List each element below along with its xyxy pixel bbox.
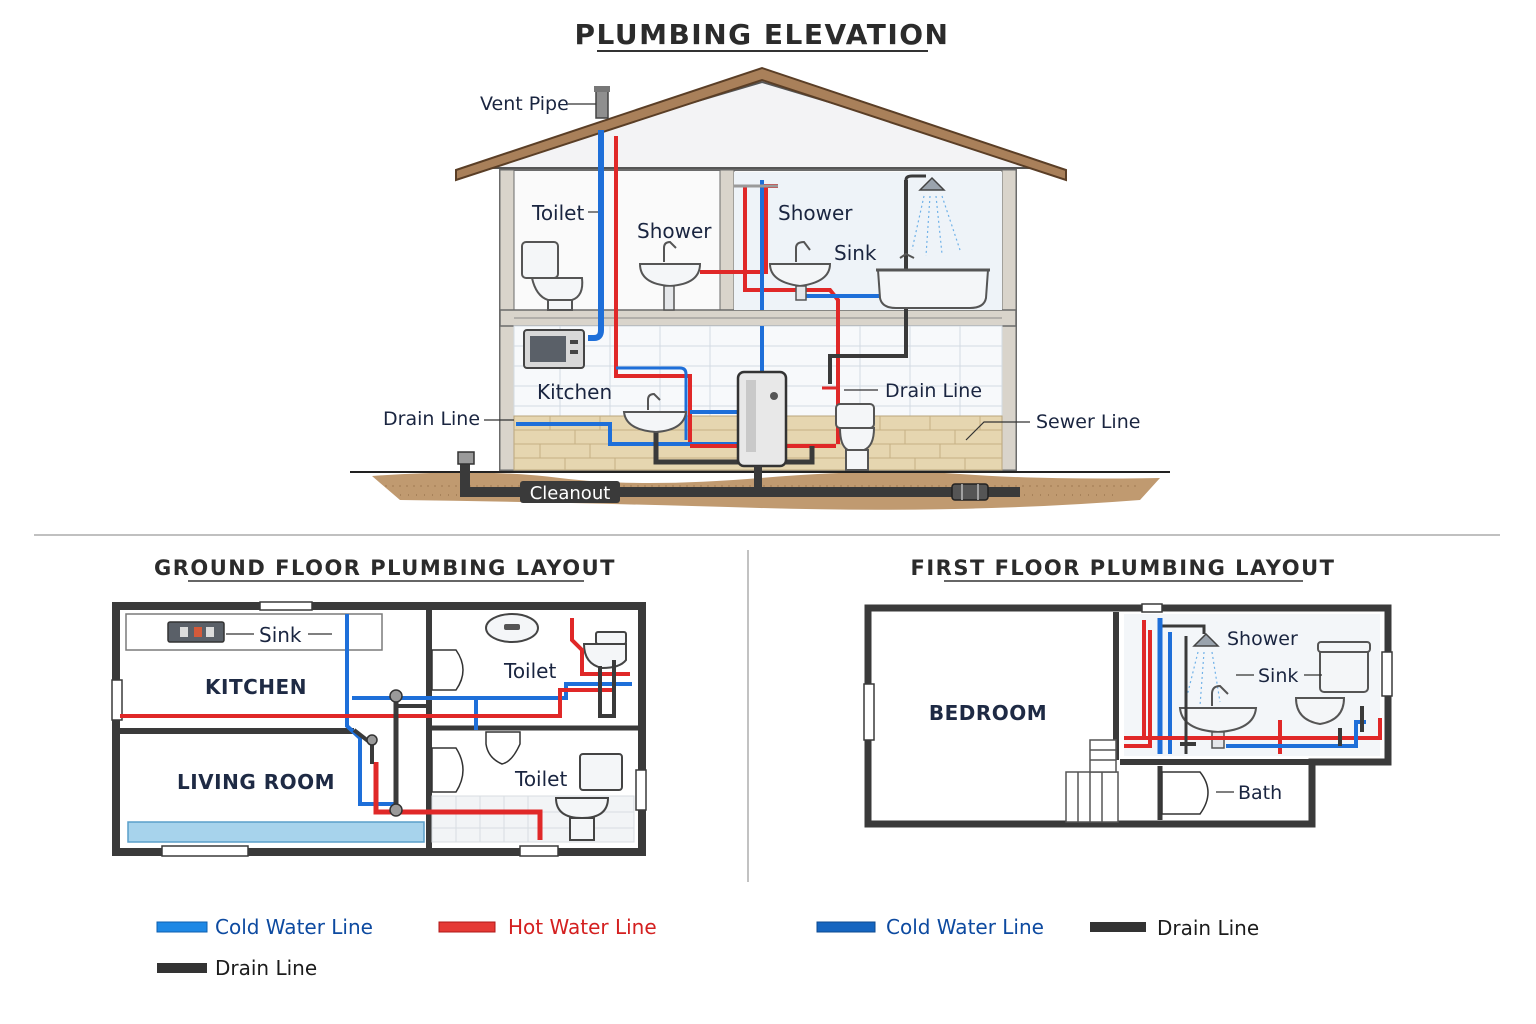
label-shower-right: Shower xyxy=(778,201,853,225)
cold-riser-left xyxy=(588,130,604,341)
pipe-joint xyxy=(366,734,378,746)
label-sink: Sink xyxy=(834,241,877,265)
window xyxy=(161,845,249,857)
room-bedroom: BEDROOM xyxy=(929,701,1047,725)
drain-lower-right xyxy=(786,446,815,465)
upper-partition xyxy=(719,169,735,313)
toilet-plan-bottom-icon xyxy=(554,753,623,841)
bathtub-icon xyxy=(876,252,990,309)
legend-label-drain: Drain Line xyxy=(215,956,317,980)
cleanout-cap xyxy=(457,451,475,465)
label-ff-bath: Bath xyxy=(1238,782,1282,804)
drain-shower-column xyxy=(828,180,908,384)
ff-hot-main xyxy=(1124,630,1382,748)
first-floor-plan: BEDROOM Shower Sink Bath xyxy=(863,603,1393,828)
drain-kitchen xyxy=(653,430,740,465)
door-swing xyxy=(1161,771,1209,815)
kitchen-sink-plan-icon xyxy=(167,621,225,643)
ground-floor-plan: Sink KITCHEN LIVING ROOM Toilet Toilet xyxy=(111,601,647,857)
vent-pipe xyxy=(595,87,609,119)
window xyxy=(635,769,647,811)
legend-item-drain: Drain Line xyxy=(157,956,317,980)
door-swing xyxy=(431,649,464,691)
ff-toilet-icon xyxy=(1294,641,1371,726)
sewer-fitting-icon xyxy=(951,483,989,501)
legend-label-cold-right: Cold Water Line xyxy=(886,915,1044,939)
microwave-icon xyxy=(523,329,585,369)
legend-swatch-drain xyxy=(157,963,207,973)
leader-sewer xyxy=(965,421,1030,441)
label-sewer-line: Sewer Line xyxy=(1036,411,1140,433)
label-toilet: Toilet xyxy=(531,201,584,225)
pipe-joint xyxy=(389,803,403,817)
sink-upper-left-icon xyxy=(638,240,702,311)
gf-hot-lower xyxy=(373,762,543,840)
legend-item-cold: Cold Water Line xyxy=(156,915,373,939)
door-swing xyxy=(485,731,521,765)
pipe-joint xyxy=(389,689,403,703)
house-elevation: Cleanout xyxy=(350,66,1170,510)
roof xyxy=(455,66,1067,182)
shower-head-icon xyxy=(911,176,961,257)
cold-kitchen-branch xyxy=(616,366,688,440)
window xyxy=(519,845,559,857)
legend-item-drain-right: Drain Line xyxy=(1090,916,1259,940)
kitchen-counter xyxy=(125,613,383,651)
sewer-main xyxy=(460,462,1020,497)
legend-label-cold: Cold Water Line xyxy=(215,915,373,939)
window xyxy=(1381,651,1393,697)
room-living: LIVING ROOM xyxy=(177,770,335,794)
label-ff-sink: Sink xyxy=(1258,665,1298,687)
label-kitchen: Kitchen xyxy=(537,380,612,404)
toilet-upper-icon xyxy=(521,241,584,311)
toilet-lower-icon xyxy=(835,403,876,471)
sink-upper-right-icon xyxy=(768,240,832,301)
label-gf-toilet-bottom: Toilet xyxy=(514,767,567,791)
ff-shower-head-icon xyxy=(1160,624,1221,707)
kitchen-sink-icon xyxy=(622,392,688,434)
legend-swatch-hot xyxy=(438,921,496,933)
label-drain-line-right: Drain Line xyxy=(885,380,982,402)
stairs-icon xyxy=(1065,739,1119,823)
room-kitchen: KITCHEN xyxy=(205,675,307,699)
door-swing xyxy=(431,747,464,793)
legend-left: Cold Water Line Hot Water Line Drain Lin… xyxy=(156,915,657,980)
elevation-title: PLUMBING ELEVATION xyxy=(574,18,949,51)
label-gf-sink: Sink xyxy=(259,623,302,647)
label-shower-left: Shower xyxy=(637,219,712,243)
legend-item-cold-right: Cold Water Line xyxy=(816,915,1044,939)
gf-hot-main xyxy=(120,688,612,718)
legend-swatch-cold-right xyxy=(816,921,876,933)
water-heater-icon xyxy=(736,370,788,468)
ground-floor-title: GROUND FLOOR PLUMBING LAYOUT xyxy=(154,556,616,580)
first-floor-title: FIRST FLOOR PLUMBING LAYOUT xyxy=(911,556,1336,580)
bath-sink-plan-icon xyxy=(485,613,539,643)
legend-item-hot: Hot Water Line xyxy=(438,915,657,939)
legend-swatch-cold xyxy=(156,921,208,933)
cleanout-label: Cleanout xyxy=(530,483,611,504)
label-gf-toilet-top: Toilet xyxy=(503,659,556,683)
label-vent-pipe: Vent Pipe xyxy=(480,93,569,115)
gf-drain-branch xyxy=(396,660,616,718)
label-drain-line-left: Drain Line xyxy=(383,408,480,430)
label-ff-shower: Shower xyxy=(1227,628,1298,650)
cleanout-label-bg xyxy=(520,481,620,503)
window xyxy=(1141,603,1163,613)
window xyxy=(111,679,123,721)
gf-cold-vertical xyxy=(345,614,394,806)
legend-right: Cold Water Line Drain Line xyxy=(816,915,1259,940)
legend-label-drain-right: Drain Line xyxy=(1157,916,1259,940)
legend-swatch-drain-right xyxy=(1090,922,1146,932)
vent-pipe-cap xyxy=(594,86,610,92)
window xyxy=(259,601,313,611)
shower-head-arm xyxy=(904,174,926,181)
cold-lower-main xyxy=(516,422,760,446)
living-room-window-seat xyxy=(127,821,425,843)
hot-bath-branch xyxy=(743,186,840,444)
window xyxy=(863,683,875,741)
legend-label-hot: Hot Water Line xyxy=(508,915,657,939)
